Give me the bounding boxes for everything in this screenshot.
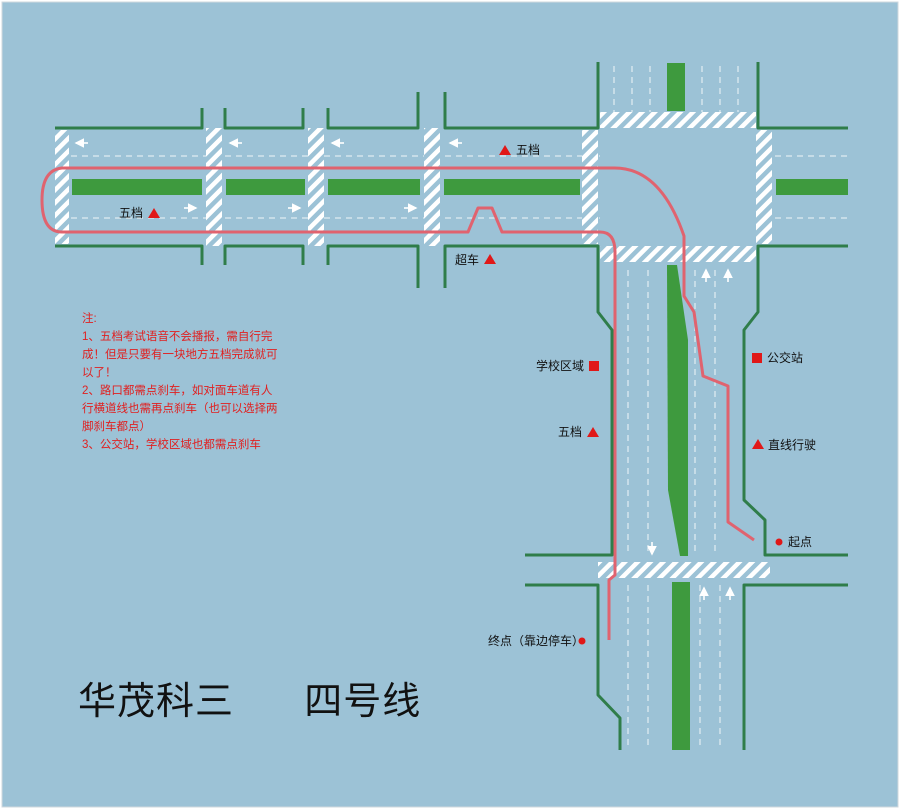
- marker-start: 起点: [775, 535, 812, 549]
- svg-text:直线行驶: 直线行驶: [768, 437, 816, 452]
- marker-straight-drive: 直线行驶: [752, 437, 816, 452]
- crosswalks: [55, 112, 772, 578]
- svg-text:起点: 起点: [788, 535, 812, 549]
- marker-end: 终点（靠边停车）: [488, 633, 586, 648]
- notes-panel: 注: 1、五档考试语音不会播报，需自行完成！但是只要有一块地方五档完成就可以了！…: [82, 310, 278, 454]
- driving-route: [40, 166, 755, 640]
- marker-overtake: 超车: [455, 252, 496, 267]
- title-school: 华茂科三: [78, 679, 235, 723]
- marker-fifth-gear-mid: 五档: [558, 425, 599, 439]
- marker-fifth-gear-left: 五档: [119, 206, 160, 220]
- svg-text:学校区域: 学校区域: [536, 358, 584, 373]
- svg-text:终点（靠边停车）: 终点（靠边停车）: [488, 633, 584, 648]
- lane-arrows: [74, 138, 735, 600]
- svg-text:公交站: 公交站: [767, 350, 803, 365]
- marker-school-zone: 学校区域: [536, 358, 599, 373]
- svg-text:五档: 五档: [558, 425, 582, 439]
- svg-text:超车: 超车: [455, 252, 479, 267]
- notes-item-1: 1、五档考试语音不会播报，需自行完成！但是只要有一块地方五档完成就可以了！: [82, 331, 278, 379]
- map-title: 华茂科三 四号线: [78, 670, 421, 725]
- marker-fifth-gear-top: 五档: [499, 143, 540, 157]
- svg-text:五档: 五档: [516, 143, 540, 157]
- road-curbs: [55, 62, 848, 750]
- notes-item-2: 2、路口都需点刹车，如对面车道有人行横道线也需再点刹车（也可以选择两脚刹车都点）: [82, 385, 278, 433]
- marker-bus-stop: 公交站: [752, 350, 803, 365]
- notes-heading: 注:: [82, 313, 97, 325]
- title-route: 四号线: [304, 679, 422, 723]
- notes-item-3: 3、公交站，学校区域也都需点刹车: [82, 439, 261, 451]
- svg-text:五档: 五档: [119, 206, 143, 220]
- road-medians: [72, 63, 848, 750]
